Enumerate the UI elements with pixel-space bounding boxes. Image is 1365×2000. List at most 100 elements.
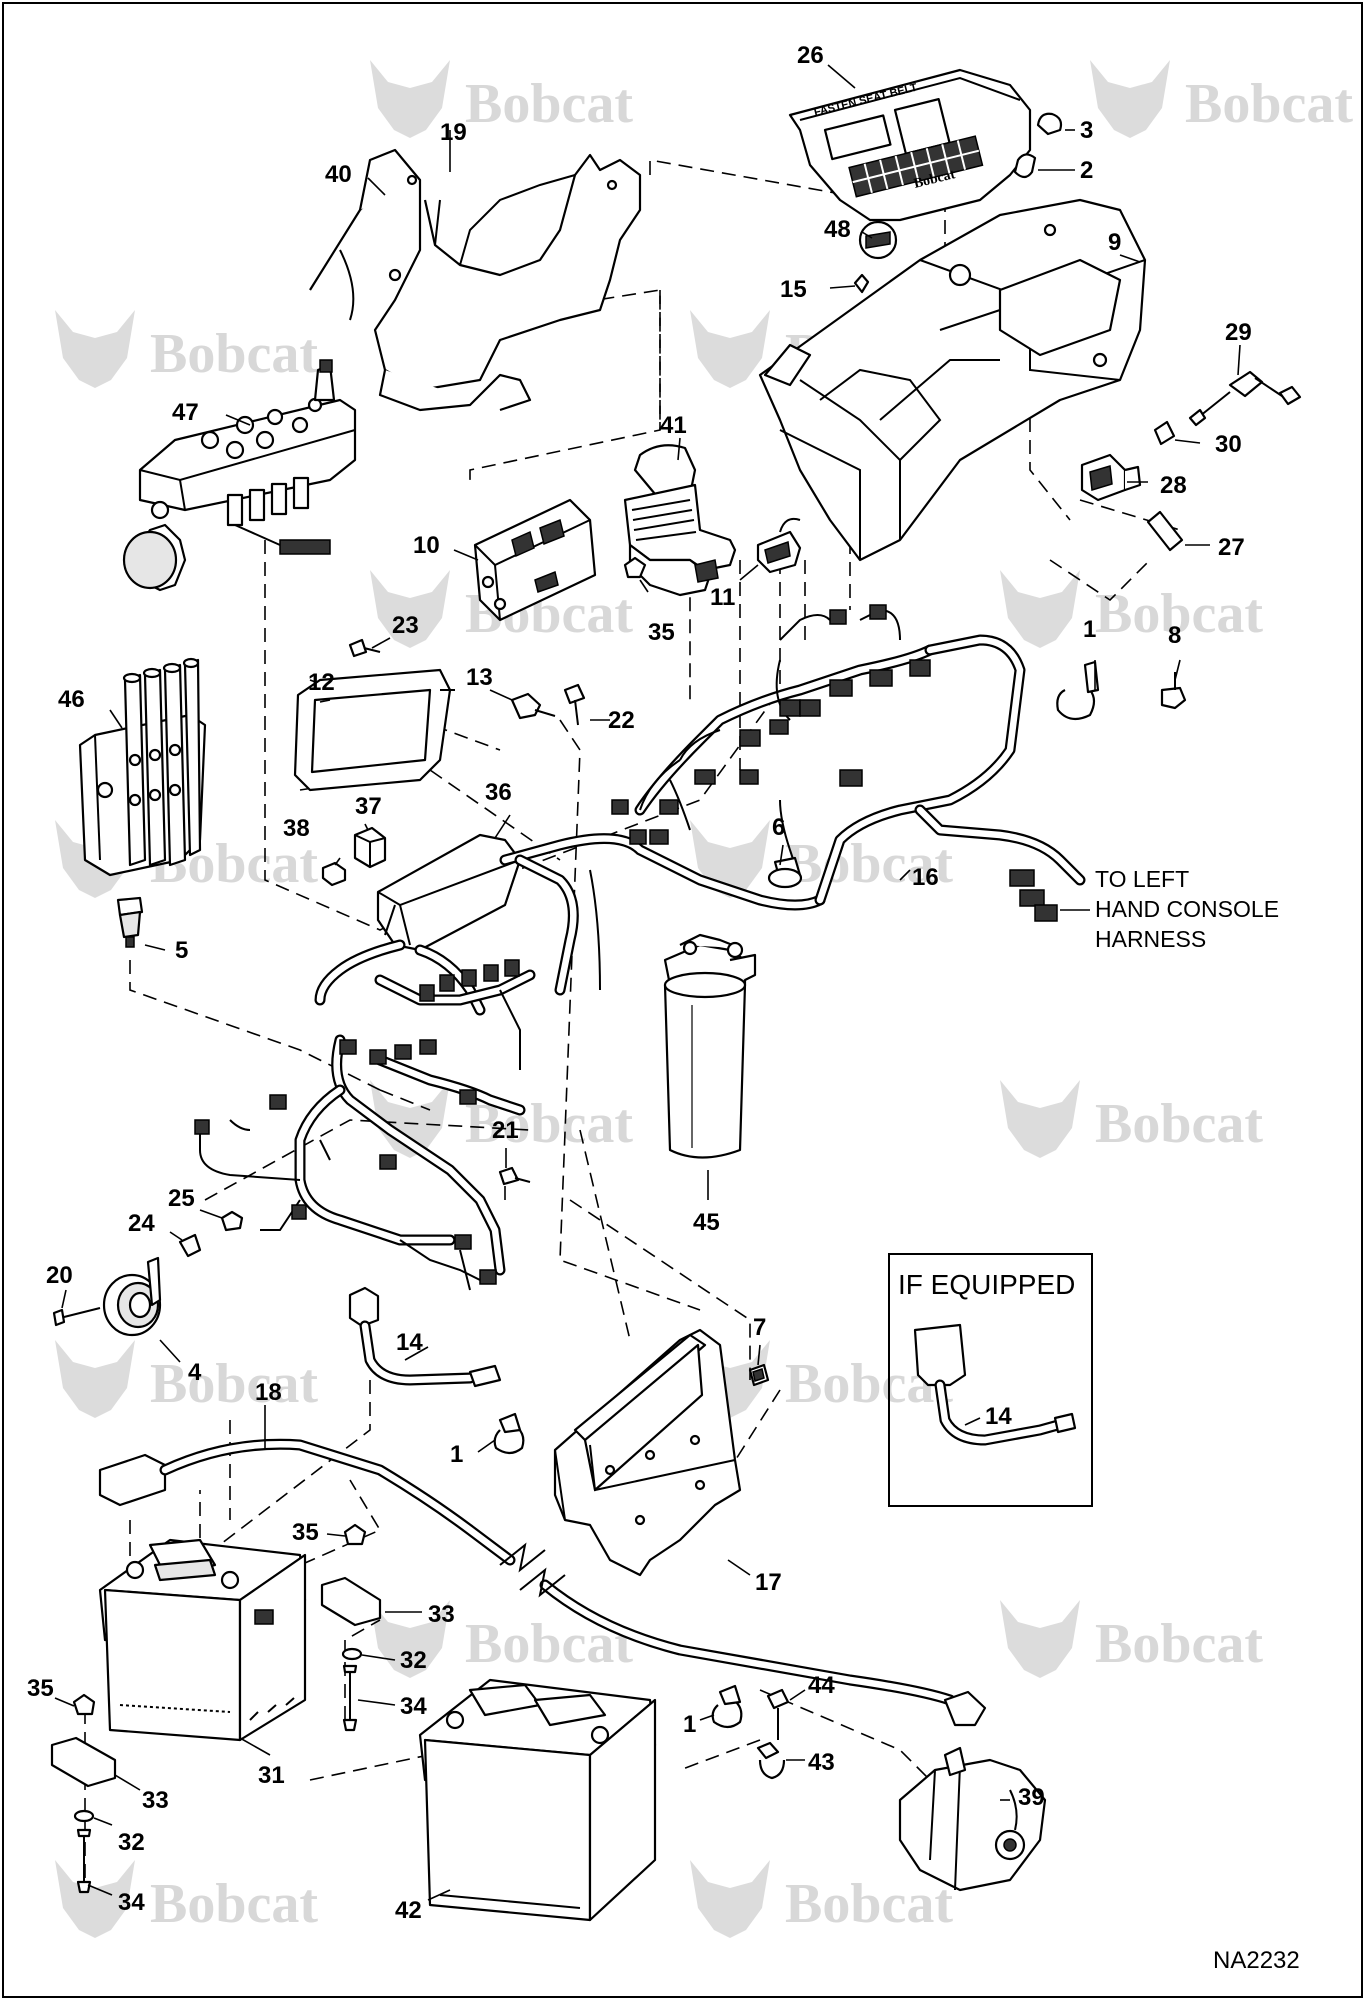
part-30-nut bbox=[1153, 420, 1176, 446]
part-16-harness bbox=[199, 608, 1086, 1291]
watermark-text: Bobcat bbox=[150, 1873, 318, 1935]
callout-24: 24 bbox=[128, 1210, 155, 1237]
part-26-display-panel: FASTEN SEAT BELT Bobcat bbox=[788, 68, 1032, 222]
callout-38: 38 bbox=[283, 815, 310, 842]
part-1-clamp-top bbox=[1056, 660, 1100, 721]
callout-31: 31 bbox=[258, 1762, 285, 1789]
part-28-switch bbox=[1080, 453, 1142, 502]
callout-1-mid: 1 bbox=[450, 1441, 463, 1468]
leader-lines bbox=[54, 64, 1241, 1901]
callout-32-lower: 32 bbox=[118, 1829, 145, 1856]
callout-6: 6 bbox=[772, 814, 785, 841]
part-12-frame bbox=[293, 668, 455, 792]
part-14-cable bbox=[348, 1286, 502, 1388]
watermark-text: Bobcat bbox=[465, 73, 633, 135]
part-37-relay bbox=[353, 826, 387, 869]
part-44-bolt bbox=[766, 1688, 790, 1740]
callout-37: 37 bbox=[355, 793, 382, 820]
part-31-battery bbox=[98, 1538, 307, 1742]
callout-34-upper: 34 bbox=[400, 1693, 427, 1720]
callout-33-lower: 33 bbox=[142, 1787, 169, 1814]
callout-labels: 26 3 2 48 15 9 29 30 28 27 19 40 47 41 1… bbox=[27, 42, 1252, 1924]
part-35-nut-top bbox=[623, 556, 647, 579]
part-36-fuse-box bbox=[376, 833, 522, 952]
callout-10: 10 bbox=[413, 532, 440, 559]
watermark-text: Bobcat bbox=[1095, 1093, 1263, 1155]
inset-title: IF EQUIPPED bbox=[898, 1269, 1075, 1300]
part-42-battery bbox=[418, 1678, 657, 1922]
part-47-valve-block bbox=[122, 359, 357, 592]
part-6-sensor bbox=[767, 867, 803, 889]
callout-30: 30 bbox=[1215, 431, 1242, 458]
callout-14: 14 bbox=[396, 1329, 423, 1356]
note-line-1: TO LEFT bbox=[1095, 866, 1189, 892]
callout-35-lower: 35 bbox=[27, 1675, 54, 1702]
part-24-washer bbox=[178, 1233, 202, 1258]
callout-18: 18 bbox=[255, 1379, 282, 1406]
note-line-2: HAND CONSOLE bbox=[1095, 896, 1279, 922]
callout-39: 39 bbox=[1018, 1784, 1045, 1811]
part-3-knob bbox=[1036, 112, 1063, 136]
callout-20: 20 bbox=[46, 1262, 73, 1289]
callout-15: 15 bbox=[780, 276, 807, 303]
part-7-clip bbox=[748, 1363, 770, 1387]
callout-23: 23 bbox=[392, 612, 419, 639]
callout-33-upper: 33 bbox=[428, 1601, 455, 1628]
callout-25: 25 bbox=[168, 1185, 195, 1212]
callout-7: 7 bbox=[753, 1314, 766, 1341]
watermark-text: Bobcat bbox=[150, 1353, 318, 1415]
callout-4: 4 bbox=[188, 1359, 202, 1386]
callout-44: 44 bbox=[808, 1672, 835, 1699]
callout-29: 29 bbox=[1225, 319, 1252, 346]
part-45-filter bbox=[663, 933, 757, 1159]
callout-3: 3 bbox=[1080, 117, 1093, 144]
part-46-valve-stack bbox=[78, 657, 207, 877]
part-17-battery-bracket bbox=[553, 1328, 742, 1577]
callout-26: 26 bbox=[797, 42, 824, 69]
callout-32-upper: 32 bbox=[400, 1647, 427, 1674]
callout-22: 22 bbox=[608, 707, 635, 734]
callout-45: 45 bbox=[693, 1209, 720, 1236]
callout-13: 13 bbox=[466, 664, 493, 691]
part-11-connector bbox=[756, 517, 802, 574]
part-10-controller bbox=[473, 498, 597, 622]
callout-5: 5 bbox=[175, 937, 188, 964]
callout-27: 27 bbox=[1218, 534, 1245, 561]
part-1-clamp-mid bbox=[493, 1412, 525, 1455]
part-38-fuse bbox=[321, 861, 347, 887]
watermark-text: Bobcat bbox=[785, 1873, 953, 1935]
watermark-text: Bobcat bbox=[150, 323, 318, 385]
watermark-text: Bobcat bbox=[1095, 1613, 1263, 1675]
inset-if-equipped: IF EQUIPPED 14 bbox=[888, 1253, 1093, 1507]
callout-46: 46 bbox=[58, 686, 85, 713]
callout-47: 47 bbox=[172, 399, 199, 426]
part-27-ring bbox=[1146, 510, 1184, 552]
callout-16: 16 bbox=[912, 864, 939, 891]
callout-40: 40 bbox=[325, 161, 352, 188]
part-4-horn bbox=[102, 1256, 162, 1337]
part-13-sensor bbox=[510, 692, 556, 720]
part-5-sensor bbox=[116, 896, 144, 948]
callout-12: 12 bbox=[308, 669, 335, 696]
callout-41: 41 bbox=[660, 412, 687, 439]
callout-35-top: 35 bbox=[648, 619, 675, 646]
callout-42: 42 bbox=[395, 1897, 422, 1924]
callout-36: 36 bbox=[485, 779, 512, 806]
part-2-lamp bbox=[1013, 153, 1037, 179]
part-40-bracket bbox=[309, 148, 642, 412]
part-1-clamp-bottom bbox=[711, 1684, 743, 1729]
callout-11: 11 bbox=[710, 584, 735, 611]
part-43-clamp bbox=[756, 1741, 786, 1780]
part-8-grommet bbox=[1160, 672, 1187, 710]
callout-43: 43 bbox=[808, 1749, 835, 1776]
part-15-screw bbox=[853, 273, 870, 294]
watermark-text: Bobcat bbox=[1095, 583, 1263, 645]
part-39-starter bbox=[898, 1746, 1047, 1892]
callout-1-bottom: 1 bbox=[683, 1711, 696, 1738]
part-48-switch bbox=[858, 220, 898, 260]
part-21-bolt bbox=[498, 1166, 531, 1186]
callout-35-mid: 35 bbox=[292, 1519, 319, 1546]
part-18-cable bbox=[98, 1438, 987, 1727]
